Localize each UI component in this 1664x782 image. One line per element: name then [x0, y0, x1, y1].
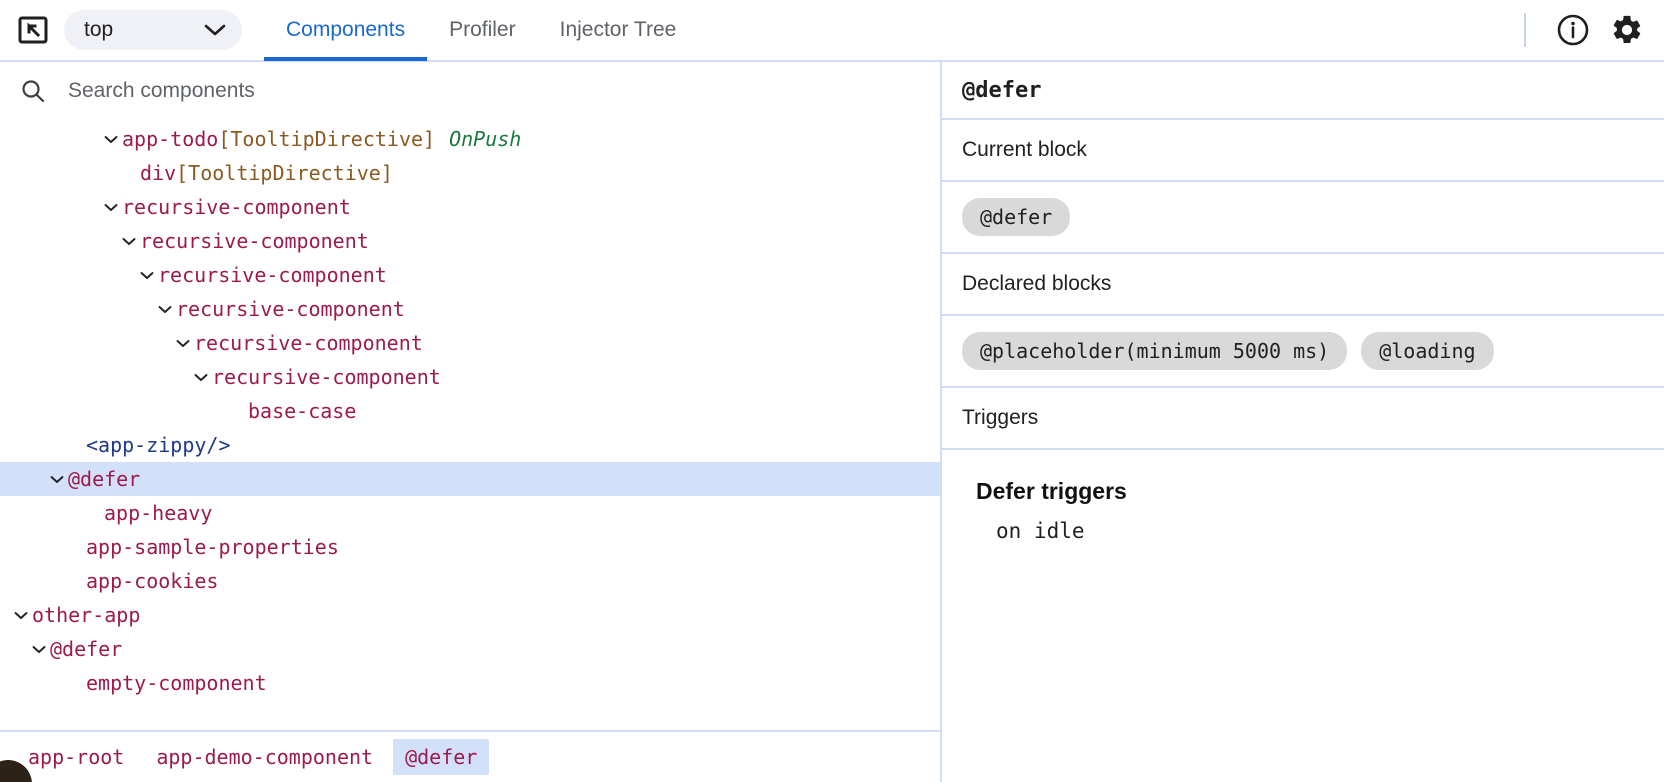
chevron-down-icon[interactable]	[120, 237, 138, 246]
current-block-chips: @defer	[942, 182, 1664, 254]
tree-node-name: @defer	[50, 637, 123, 661]
tree-node-name: app-sample-properties	[86, 535, 339, 559]
tree-row[interactable]: app-sample-properties	[0, 530, 940, 564]
tab-profiler-label: Profiler	[449, 18, 516, 41]
chevron-down-icon[interactable]	[138, 271, 156, 280]
tree-node-name: <app-zippy/>	[86, 433, 231, 457]
tab-components[interactable]: Components	[264, 0, 428, 61]
tree-node-name: div	[140, 161, 177, 185]
tree-row[interactable]: app-todo[TooltipDirective] OnPush	[0, 122, 940, 156]
frame-select-value: top	[84, 18, 114, 41]
defer-trigger-item: on idle	[996, 519, 1085, 543]
chevron-down-icon[interactable]	[192, 373, 210, 382]
chevron-down-icon[interactable]	[102, 135, 120, 144]
tab-components-label: Components	[286, 18, 406, 41]
current-block-chip[interactable]: @defer	[962, 198, 1071, 236]
tree-node-name: empty-component	[86, 671, 267, 695]
details-title: @defer	[942, 62, 1664, 120]
tree-node-name: recursive-component	[140, 229, 369, 253]
tree-node-name: app-cookies	[86, 569, 219, 593]
tree-node-name: base-case	[248, 399, 357, 423]
tree-node-name: recursive-component	[176, 297, 405, 321]
declared-block-chip[interactable]: @placeholder(minimum 5000 ms)	[962, 332, 1348, 370]
declared-blocks-chips: @placeholder(minimum 5000 ms) @loading	[942, 316, 1664, 388]
defer-triggers-title: Defer triggers	[976, 478, 1127, 504]
tree-node-name: recursive-component	[194, 331, 423, 355]
gear-icon[interactable]	[1604, 7, 1650, 53]
breadcrumb-item[interactable]: app-root	[28, 745, 125, 769]
tree-row[interactable]: recursive-component	[0, 360, 940, 394]
breadcrumb-item[interactable]: app-demo-component	[156, 745, 374, 769]
tab-injector-tree-label: Injector Tree	[559, 18, 677, 41]
search-input[interactable]	[66, 78, 706, 104]
current-block-heading: Current block	[942, 120, 1664, 182]
triggers-heading: Triggers	[942, 388, 1664, 450]
inspect-element-icon[interactable]	[12, 9, 54, 51]
tab-injector-tree[interactable]: Injector Tree	[538, 0, 699, 61]
search-icon	[16, 74, 50, 108]
tree-row[interactable]: other-app	[0, 598, 940, 632]
defer-triggers-section: Defer triggers on idle	[942, 450, 1664, 782]
tree-node-name: recursive-component	[212, 365, 441, 389]
current-block-heading-label: Current block	[962, 138, 1087, 161]
defer-triggers-list: on idle	[976, 519, 1644, 543]
tree-row[interactable]: recursive-component	[0, 258, 940, 292]
tree-row[interactable]: empty-component	[0, 666, 940, 700]
tree-node-name: @defer	[68, 467, 141, 491]
breadcrumb-item[interactable]: @defer	[393, 739, 490, 775]
tab-profiler[interactable]: Profiler	[427, 0, 538, 61]
tree-node-onpush-badge: OnPush	[449, 127, 522, 151]
declared-blocks-heading: Declared blocks	[942, 254, 1664, 316]
tree-row[interactable]: div[TooltipDirective]	[0, 156, 940, 190]
declared-blocks-heading-label: Declared blocks	[962, 272, 1112, 295]
tree-node-name: app-heavy	[104, 501, 213, 525]
tree-node-name: recursive-component	[122, 195, 351, 219]
chevron-down-icon[interactable]	[48, 475, 66, 484]
chevron-down-icon	[204, 23, 226, 37]
tree-row[interactable]: <app-zippy/>	[0, 428, 940, 462]
tree-node-name: recursive-component	[158, 263, 387, 287]
chevron-down-icon[interactable]	[12, 611, 30, 620]
tree-row[interactable]: recursive-component	[0, 190, 940, 224]
tree-node-name: app-todo	[122, 127, 219, 151]
tree-row[interactable]: recursive-component	[0, 326, 940, 360]
toolbar: top Components Profiler Injector Tree	[0, 0, 1664, 62]
tree-row[interactable]: @defer	[0, 632, 940, 666]
chevron-down-icon[interactable]	[102, 203, 120, 212]
tree-row[interactable]: recursive-component	[0, 224, 940, 258]
tree-row[interactable]: app-cookies	[0, 564, 940, 598]
component-tree-pane: app-todo[TooltipDirective]OnPushdiv[Tool…	[0, 62, 942, 782]
tab-bar: Components Profiler Injector Tree	[264, 0, 1524, 61]
search-bar	[0, 62, 940, 120]
defer-details-pane: @defer Current block @defer Declared blo…	[942, 62, 1664, 782]
breadcrumb[interactable]: app-root app-demo-component @defer	[0, 730, 940, 782]
toolbar-divider	[1524, 13, 1526, 47]
tree-row[interactable]: app-heavy	[0, 496, 940, 530]
triggers-heading-label: Triggers	[962, 406, 1039, 429]
tree-row[interactable]: recursive-component	[0, 292, 940, 326]
chevron-down-icon[interactable]	[156, 305, 174, 314]
tree-row[interactable]: base-case	[0, 394, 940, 428]
tree-row[interactable]: @defer	[0, 462, 940, 496]
tree-node-directive: [TooltipDirective]	[218, 127, 436, 151]
tree-node-name: other-app	[32, 603, 141, 627]
details-title-label: @defer	[962, 77, 1042, 103]
declared-block-chip[interactable]: @loading	[1361, 332, 1494, 370]
frame-select[interactable]: top	[64, 10, 242, 50]
chevron-down-icon[interactable]	[174, 339, 192, 348]
tree-node-directive: [TooltipDirective]	[176, 161, 393, 185]
main-body: app-todo[TooltipDirective]OnPushdiv[Tool…	[0, 62, 1664, 782]
info-circle-icon[interactable]	[1550, 7, 1596, 53]
chevron-down-icon[interactable]	[30, 645, 48, 654]
toolbar-actions	[1524, 7, 1650, 53]
